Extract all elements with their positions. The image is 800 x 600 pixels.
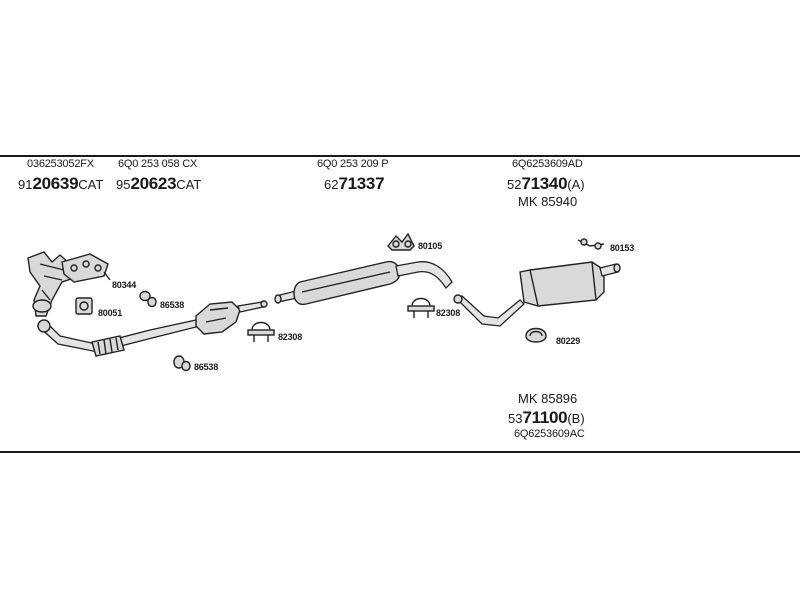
part-number-prefix: 95: [116, 177, 131, 192]
hanger-center: [387, 232, 415, 251]
rubber-mount-rear: [525, 327, 547, 343]
part-number-suffix: CAT: [176, 177, 202, 192]
mounting-kit-a: MK 85940: [518, 194, 578, 209]
front-pipe: [36, 319, 202, 357]
part-number-prefix: 52: [507, 177, 522, 192]
part-number-3: 6271337: [324, 174, 385, 194]
part-number-4: 5271340(A): [507, 174, 585, 194]
manifold-gasket: [61, 253, 111, 283]
oem-number-5: 6Q6253609AC: [514, 428, 585, 440]
center-silencer: [274, 260, 453, 306]
part-number-main: 20639: [32, 174, 79, 193]
rubber-mount-lower: [173, 355, 191, 372]
part-number-prefix: 91: [18, 177, 33, 192]
part-number-5: 5371100(B): [508, 408, 585, 428]
part-label-86538-lower: 86538: [194, 362, 218, 372]
part-number-suffix: CAT: [78, 177, 104, 192]
pipe-clamp-left: [247, 321, 275, 342]
part-number-main: 71100: [522, 408, 568, 427]
oem-number-4: 6Q6253609AD: [512, 158, 583, 170]
part-number-prefix: 53: [508, 411, 523, 426]
part-label-82308-right: 82308: [436, 308, 460, 318]
oem-number-1: 036253052FX: [27, 158, 94, 170]
rubber-mount-upper: [139, 290, 157, 308]
part-label-86538-upper: 86538: [160, 300, 184, 310]
flange-gasket: [75, 297, 93, 315]
part-number-main: 71337: [338, 174, 385, 193]
part-number-suffix: (A): [567, 177, 585, 192]
part-number-suffix: (B): [567, 411, 585, 426]
rear-silencer: [453, 261, 621, 327]
oem-number-2: 6Q0 253 058 CX: [118, 158, 198, 170]
bottom-divider: [0, 451, 800, 453]
part-label-80344: 80344: [112, 280, 136, 290]
oem-number-3: 6Q0 253 209 P: [317, 158, 389, 170]
part-number-main: 71340: [521, 174, 568, 193]
part-label-80105: 80105: [418, 241, 442, 251]
pipe-clamp-right: [407, 297, 435, 318]
part-number-2: 9520623CAT: [116, 174, 201, 194]
hanger-rear: [577, 238, 605, 250]
part-number-1: 9120639CAT: [18, 174, 103, 194]
mounting-kit-b: MK 85896: [518, 391, 578, 406]
part-label-80051: 80051: [98, 308, 122, 318]
part-label-80153: 80153: [610, 243, 634, 253]
part-number-prefix: 62: [324, 177, 339, 192]
part-label-80229: 80229: [556, 336, 580, 346]
top-divider: [0, 155, 800, 157]
part-label-82308-left: 82308: [278, 332, 302, 342]
catalytic-converter: [195, 300, 268, 335]
part-number-main: 20623: [130, 174, 177, 193]
